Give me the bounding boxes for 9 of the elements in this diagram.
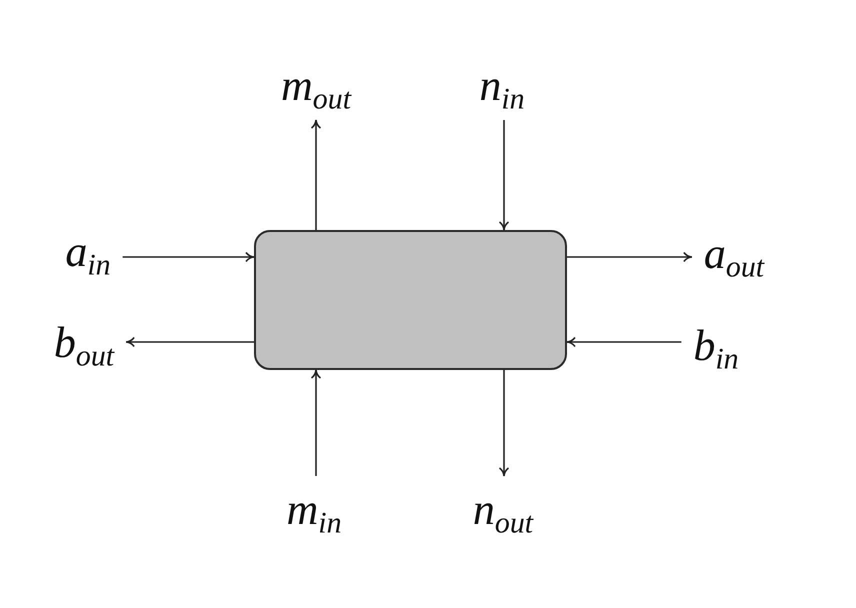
signal-label: m$_{in}$ [286, 488, 342, 532]
signal-label: m$_{out}$ [281, 64, 351, 108]
signal-label: n$_{out}$ [472, 488, 534, 532]
signal-label: b$_{in}$ [693, 324, 739, 368]
signal-label: n$_{in}$ [479, 64, 525, 108]
signal-label: a$_{out}$ [704, 232, 764, 276]
block-box [254, 230, 567, 370]
signal-label: b$_{out}$ [54, 321, 114, 365]
signal-label: a$_{in}$ [65, 230, 111, 274]
